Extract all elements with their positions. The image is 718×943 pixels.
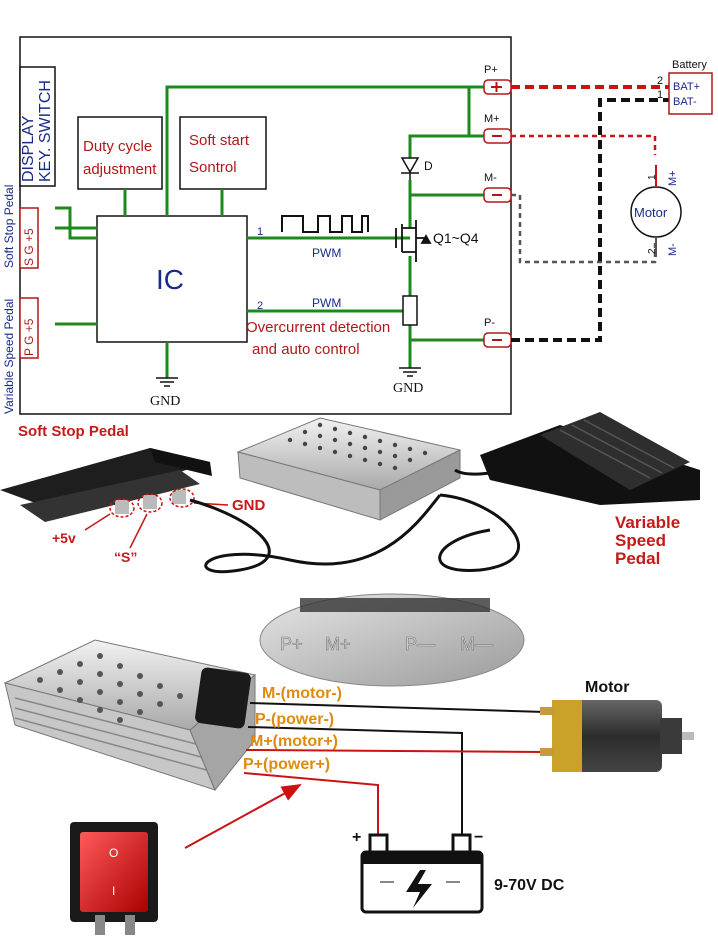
wire-bat-minus — [511, 98, 669, 342]
battery-plus: + — [352, 829, 361, 846]
motor-pin-1: 1 — [647, 174, 658, 180]
diode-label: D — [424, 159, 433, 173]
controller-bottom-image — [3, 639, 257, 791]
engraved-pminus: P— — [405, 634, 435, 654]
ground-symbol-1 — [156, 377, 178, 387]
ground-symbol-2 — [399, 367, 421, 377]
green-wires — [55, 85, 484, 378]
pedal-gnd-label: GND — [232, 497, 266, 514]
pwm-label-2: PWM — [312, 296, 341, 310]
variable-speed-line3: Pedal — [615, 549, 660, 568]
engraved-mminus: M— — [460, 634, 493, 654]
pedal-s-label: “S” — [114, 549, 137, 565]
plus5v-pointer — [84, 513, 111, 531]
soft-stop-side-label: Soft Stop Pedal — [2, 185, 16, 268]
gnd-label-1: GND — [150, 394, 180, 409]
ic-label: IC — [156, 264, 184, 295]
transistor-label: Q1~Q4 — [433, 230, 479, 246]
voltage-label: 9-70V DC — [494, 877, 565, 894]
soft-start-box — [179, 116, 267, 190]
pin-1: 1 — [257, 226, 263, 238]
bat-plus-label: BAT+ — [673, 81, 700, 93]
pg5-label: P G +5 — [22, 318, 36, 356]
battery-minus: − — [474, 829, 483, 846]
battery-title: Battery — [672, 59, 707, 71]
duty-cycle-line2: adjustment — [83, 161, 157, 178]
soft-start-line1: Soft start — [189, 132, 250, 149]
mosfet-symbol — [395, 220, 432, 262]
sg5-connector — [19, 207, 39, 269]
motor-image — [540, 700, 694, 772]
bat-pin-1: 1 — [657, 89, 663, 101]
bottom-wiring-area: M-(motor-) P-(power-) M+(motor+) P+(powe… — [3, 639, 694, 935]
pin-5v-highlight — [109, 498, 135, 518]
bat-minus-label: BAT- — [673, 96, 697, 108]
soft-stop-pedal-image — [0, 448, 212, 522]
soft-stop-pedal-title: Soft Stop Pedal — [18, 423, 129, 440]
variable-speed-line1: Variable — [615, 513, 680, 532]
controller-top-image — [236, 417, 462, 521]
overcurrent-line1: Overcurrent detection — [246, 319, 390, 336]
terminal-label-pminus: P- — [484, 317, 495, 329]
pedal-photo-area: Soft Stop Pedal GND +5v “S” — [0, 412, 700, 687]
engraved-mplus: M+ — [325, 634, 351, 654]
variable-speed-side-label: Variable Speed Pedal — [2, 299, 16, 414]
pedal-5v-label: +5v — [52, 530, 76, 546]
diode-symbol — [400, 157, 420, 180]
connection-wires — [243, 702, 546, 835]
pin-2: 2 — [257, 300, 263, 312]
shunt-resistor — [402, 295, 418, 326]
motor-mminus-label: M- — [667, 243, 679, 256]
motor-mplus-label: M+ — [667, 170, 679, 186]
switch-off-mark: I — [112, 884, 115, 898]
label-m-plus: M+(motor+) — [250, 733, 338, 750]
switch-on-mark: O — [109, 846, 118, 860]
wire-motor-plus — [511, 134, 657, 155]
display-switch-line1: DISPLAY — [20, 115, 37, 182]
pwm-label-1: PWM — [312, 246, 341, 260]
rocker-switch-image — [70, 822, 158, 935]
terminal-pminus — [483, 332, 512, 348]
terminal-label-mminus: M- — [484, 172, 497, 184]
terminal-label-pplus: P+ — [484, 64, 498, 76]
switch-arrow — [184, 784, 302, 849]
duty-cycle-line1: Duty cycle — [83, 138, 152, 155]
bat-pin-2: 2 — [657, 75, 663, 87]
pin-gnd-highlight — [169, 488, 195, 508]
motor-title: Motor — [585, 679, 629, 696]
schematic: DISPLAY KEY. SWITCH Duty cycle adjustmen… — [2, 36, 713, 415]
pwm-waveform — [281, 215, 369, 233]
motor-pin-2: 2 — [647, 248, 658, 254]
sg5-label: S G +5 — [22, 228, 36, 266]
variable-speed-pedal-image — [480, 412, 700, 505]
pin-s-highlight — [137, 493, 163, 513]
label-m-minus: M-(motor-) — [262, 685, 342, 702]
terminal-mminus — [483, 187, 512, 203]
display-switch-line2: KEY. SWITCH — [37, 80, 54, 182]
terminal-pplus — [483, 79, 512, 95]
s-pointer — [129, 513, 148, 549]
gnd-label-2: GND — [393, 381, 423, 396]
variable-speed-line2: Speed — [615, 531, 666, 550]
terminal-label-mplus: M+ — [484, 113, 500, 125]
label-p-minus: P-(power-) — [255, 711, 334, 728]
battery-box — [668, 72, 713, 115]
display-switch-box — [19, 66, 56, 187]
battery-image — [360, 833, 484, 914]
terminal-mplus — [483, 128, 512, 144]
label-p-plus: P+(power+) — [243, 756, 330, 773]
motor-symbol-label: Motor — [634, 205, 668, 220]
overcurrent-line2: and auto control — [252, 341, 360, 358]
soft-start-line2: Sontrol — [189, 159, 237, 176]
pg5-connector — [19, 297, 39, 359]
duty-cycle-box — [77, 116, 163, 190]
engraved-pplus: P+ — [280, 634, 303, 654]
engraved-closeup — [259, 593, 525, 687]
ic-box — [96, 215, 248, 343]
